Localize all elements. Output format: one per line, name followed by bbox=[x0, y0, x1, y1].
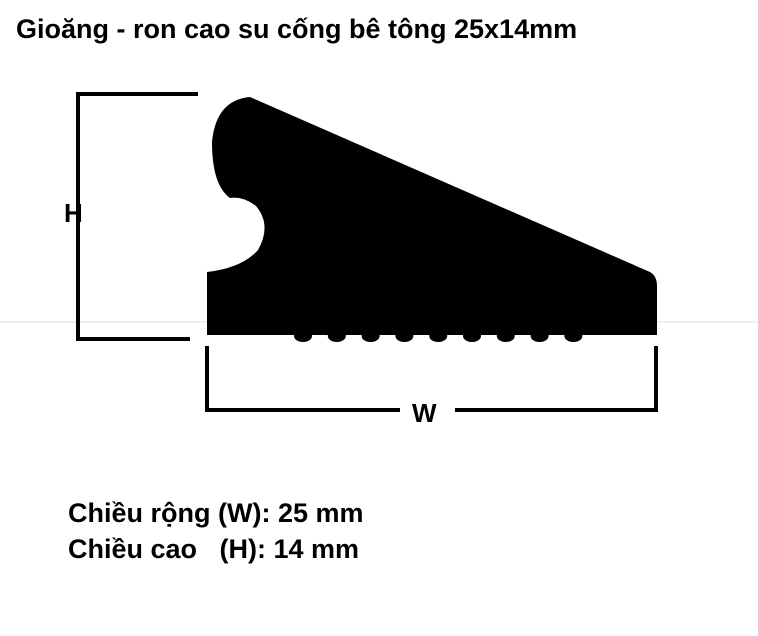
ridge bbox=[564, 330, 583, 342]
ridge bbox=[361, 330, 380, 342]
page-title: Gioăng - ron cao su cống bê tông 25x14mm bbox=[16, 14, 578, 44]
gasket-profile bbox=[207, 97, 657, 335]
ridge bbox=[496, 330, 515, 342]
width-dimension-right bbox=[455, 346, 658, 412]
ridge bbox=[395, 330, 414, 342]
spec-width: Chiều rộng (W): 25 mm bbox=[68, 498, 364, 528]
ridge bbox=[463, 330, 481, 342]
gasket-ridges bbox=[294, 330, 583, 342]
width-label: W bbox=[412, 398, 437, 428]
width-dimension-left bbox=[205, 346, 400, 412]
spec-height: Chiều cao (H): 14 mm bbox=[68, 534, 360, 564]
height-dimension-line bbox=[76, 92, 198, 341]
height-label: H bbox=[64, 198, 83, 228]
ridge bbox=[429, 330, 448, 342]
ridge bbox=[530, 330, 549, 342]
ridge bbox=[294, 330, 312, 342]
ridge bbox=[327, 330, 346, 342]
